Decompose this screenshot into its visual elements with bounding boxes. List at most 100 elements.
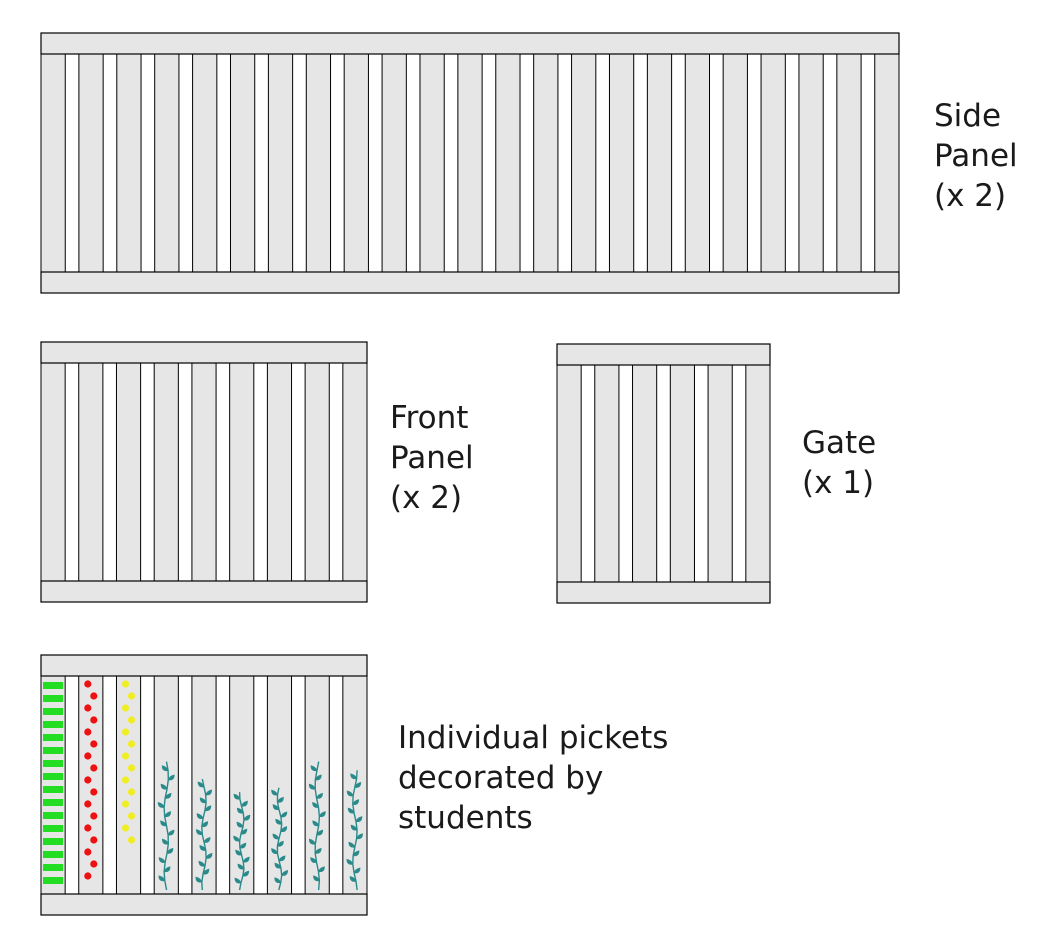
picket <box>457 53 483 273</box>
front-panel-label-line: (x 2) <box>390 480 463 516</box>
vine-leaf <box>235 849 242 856</box>
decorated-panel <box>40 654 368 916</box>
vine-leaf <box>350 824 358 831</box>
yellow-dot <box>121 752 130 760</box>
vine-leaf <box>272 833 280 840</box>
picket <box>116 53 142 273</box>
vine-leaf <box>308 838 316 845</box>
bottom-rail <box>40 893 368 916</box>
top-rail <box>556 343 771 366</box>
picket <box>760 53 786 273</box>
picket <box>533 53 559 273</box>
red-dot <box>90 788 98 796</box>
picket <box>419 53 445 273</box>
vine-leaf <box>167 829 175 836</box>
vine-leaf <box>316 792 323 799</box>
vine-leaf <box>195 829 203 835</box>
red-dot <box>84 776 92 784</box>
green-stripe <box>43 838 64 845</box>
yellow-dot <box>127 788 136 796</box>
picket <box>745 364 771 583</box>
red-dot <box>90 716 98 724</box>
yellow-dot <box>127 740 136 748</box>
side-panel-label-line: Panel <box>934 138 1018 174</box>
vine-leaf <box>203 837 211 843</box>
red-dot <box>90 860 98 868</box>
vine-leaf <box>236 807 244 814</box>
vine-decoration <box>271 787 289 891</box>
green-stripe <box>43 786 64 793</box>
red-dot <box>90 692 98 700</box>
yellow-dot <box>127 692 136 700</box>
green-stripe <box>43 877 64 884</box>
picket <box>556 364 582 583</box>
vine-leaf <box>347 807 355 814</box>
vine-leaf <box>281 870 289 876</box>
red-dot <box>90 836 98 844</box>
yellow-dot <box>127 764 136 772</box>
red-dot <box>90 740 98 748</box>
vine-leaf <box>308 783 316 790</box>
yellow-dot <box>127 836 136 844</box>
vine-leaf <box>348 841 356 848</box>
vine-decoration <box>195 778 213 891</box>
vine-leaf <box>167 774 175 781</box>
vine-leaf <box>354 782 362 788</box>
picket <box>78 362 104 582</box>
picket <box>304 675 330 895</box>
picket <box>153 675 179 895</box>
vine-leaf <box>204 805 212 812</box>
picket <box>78 53 104 273</box>
vine-leaf <box>272 804 280 811</box>
yellow-dot <box>127 812 136 820</box>
vine-leaf <box>271 848 278 854</box>
picket <box>381 53 407 273</box>
vine-leaf <box>158 875 166 882</box>
green-stripe <box>43 747 64 754</box>
vine-leaf <box>233 835 240 842</box>
picket <box>495 53 521 273</box>
red-dot <box>84 800 92 808</box>
picket <box>343 53 369 273</box>
red-dot <box>90 812 98 820</box>
panel-backing <box>556 364 771 583</box>
red-dot <box>84 848 92 856</box>
green-stripe <box>43 734 64 741</box>
vine-leaf <box>240 828 248 835</box>
vine-leaf <box>201 821 209 828</box>
gate-label-line: (x 1) <box>802 465 875 501</box>
vine-leaf <box>353 867 361 874</box>
vine-leaf <box>198 860 206 867</box>
green-stripe <box>43 812 64 819</box>
vine-leaf <box>355 816 363 823</box>
vine-leaf <box>314 774 322 781</box>
picket <box>229 362 255 582</box>
vine-decoration <box>346 770 363 891</box>
vine-leaf <box>205 789 213 796</box>
vine-leaf <box>239 842 247 849</box>
picket <box>608 53 635 273</box>
vine-leaf <box>243 814 251 821</box>
picket <box>798 53 824 273</box>
red-dot <box>84 680 92 688</box>
yellow-dot <box>121 776 130 784</box>
vine-decoration <box>308 761 326 891</box>
vine-leaf <box>312 820 320 827</box>
picket <box>571 53 597 273</box>
red-dot <box>84 704 92 712</box>
vine-leaf <box>241 800 248 807</box>
vine-leaf <box>277 840 284 847</box>
vine-leaf <box>195 876 203 883</box>
picket <box>684 53 711 273</box>
picket <box>266 362 293 582</box>
green-stripe <box>43 825 64 832</box>
vine-leaf <box>316 829 324 836</box>
vine-leaf <box>199 797 207 804</box>
vine-leaf <box>314 847 322 854</box>
vine-leaf <box>356 833 363 840</box>
picket <box>722 53 748 273</box>
front-panel <box>40 341 368 603</box>
vine-leaf <box>164 792 172 799</box>
vine-leaf <box>234 877 242 884</box>
vine-decoration <box>233 792 251 891</box>
